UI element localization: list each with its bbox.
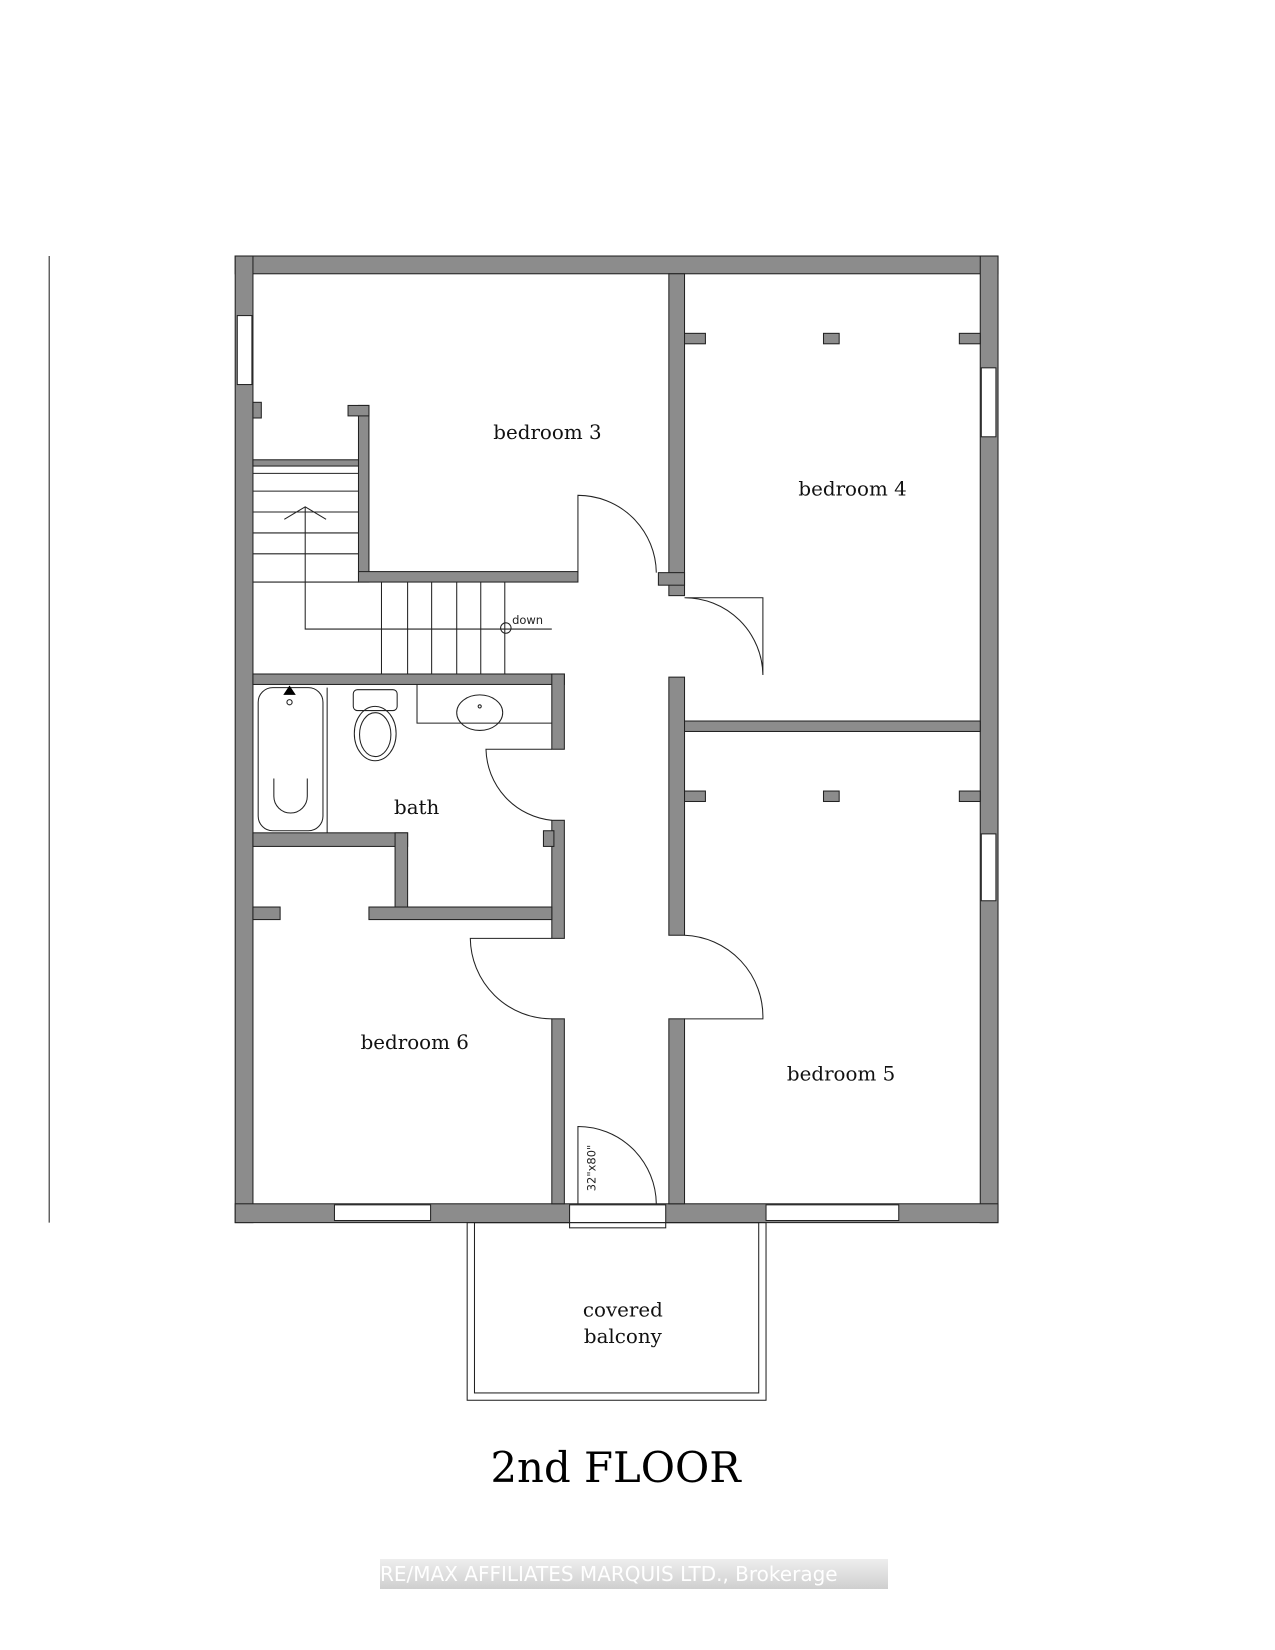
bathtub-icon xyxy=(257,687,324,832)
doors xyxy=(469,494,764,1204)
watermark: RE/MAX AFFILIATES MARQUIS LTD., Brokerag… xyxy=(380,1559,888,1589)
room-label-bedroom-3: bedroom 3 xyxy=(493,421,601,444)
stairs-label: down xyxy=(512,613,543,627)
balcony xyxy=(466,1222,767,1401)
room-label-balcony-2: balcony xyxy=(584,1325,663,1348)
floor-title: 2nd FLOOR xyxy=(490,1443,742,1492)
toilet-icon xyxy=(352,689,398,712)
room-label-bedroom-4: bedroom 4 xyxy=(798,477,906,500)
arrow-icon xyxy=(284,506,327,520)
room-label-bedroom-5: bedroom 5 xyxy=(787,1062,895,1085)
windows xyxy=(236,315,997,1229)
sink-icon xyxy=(456,694,504,731)
room-label-balcony-1: covered xyxy=(583,1299,663,1322)
stairs: down xyxy=(252,472,552,675)
door-size-label: 32"x80" xyxy=(585,1145,599,1192)
bath-fixtures xyxy=(257,684,552,833)
room-label-bedroom-6: bedroom 6 xyxy=(361,1031,469,1054)
vanity xyxy=(416,684,552,724)
stair-arrow-line xyxy=(304,506,552,630)
stair-start-marker xyxy=(500,622,512,634)
room-label-bath: bath xyxy=(394,796,440,819)
